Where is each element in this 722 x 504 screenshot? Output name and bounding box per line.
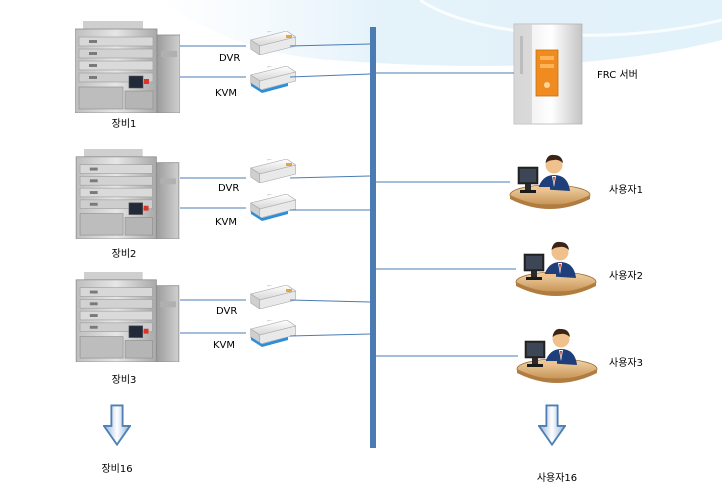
equipment-machine-2 (75, 149, 180, 239)
dvr-accent-mark-1 (286, 35, 292, 38)
dvr-label-2: DVR (218, 183, 240, 194)
user-label-1: 사용자1 (609, 185, 643, 196)
equipment-machine-1 (75, 21, 180, 113)
equipment-more-label: 장비16 (101, 464, 133, 475)
user-workstation-1 (509, 154, 591, 210)
equipment-label-2: 장비2 (111, 249, 137, 260)
user-label-3: 사용자3 (609, 358, 643, 369)
dvr-accent-mark-2 (286, 163, 292, 166)
user-workstation-2 (515, 241, 597, 297)
dvr-accent-mark-3 (286, 289, 292, 292)
kvm-device-3 (250, 320, 296, 344)
link-dvr3-bus (289, 299, 371, 303)
kvm-device-2 (250, 194, 296, 218)
kvm-accent-stripe-2 (251, 211, 288, 221)
link-kvm3-bus (289, 333, 371, 337)
dvr-device-3 (250, 285, 296, 309)
equipment-machine-3 (75, 272, 180, 362)
dvr-device-1 (250, 31, 296, 55)
link-kvm1-bus (289, 73, 371, 78)
user-label-2: 사용자2 (609, 271, 643, 282)
dvr-label-1: DVR (219, 53, 241, 64)
kvm-device-1 (250, 66, 296, 90)
kvm-label-3: KVM (213, 340, 236, 351)
kvm-label-2: KVM (215, 217, 238, 228)
server-tower-icon (513, 23, 583, 125)
server-label: FRC 서버 (597, 70, 638, 81)
kvm-accent-stripe-3 (251, 337, 288, 347)
network-bus (370, 27, 376, 448)
user-workstation-3 (516, 328, 598, 384)
equipment-continue-arrow-icon (103, 404, 131, 446)
dvr-label-3: DVR (216, 306, 238, 317)
users-more-label: 사용자16 (536, 473, 578, 484)
kvm-label-1: KVM (215, 88, 238, 99)
equipment-label-3: 장비3 (111, 375, 137, 386)
kvm-accent-stripe-1 (251, 83, 288, 93)
dvr-device-2 (250, 159, 296, 183)
equipment-label-1: 장비1 (111, 119, 137, 130)
link-dvr2-bus (289, 175, 371, 179)
users-continue-arrow-icon (538, 404, 566, 446)
link-dvr1-bus (289, 43, 371, 47)
